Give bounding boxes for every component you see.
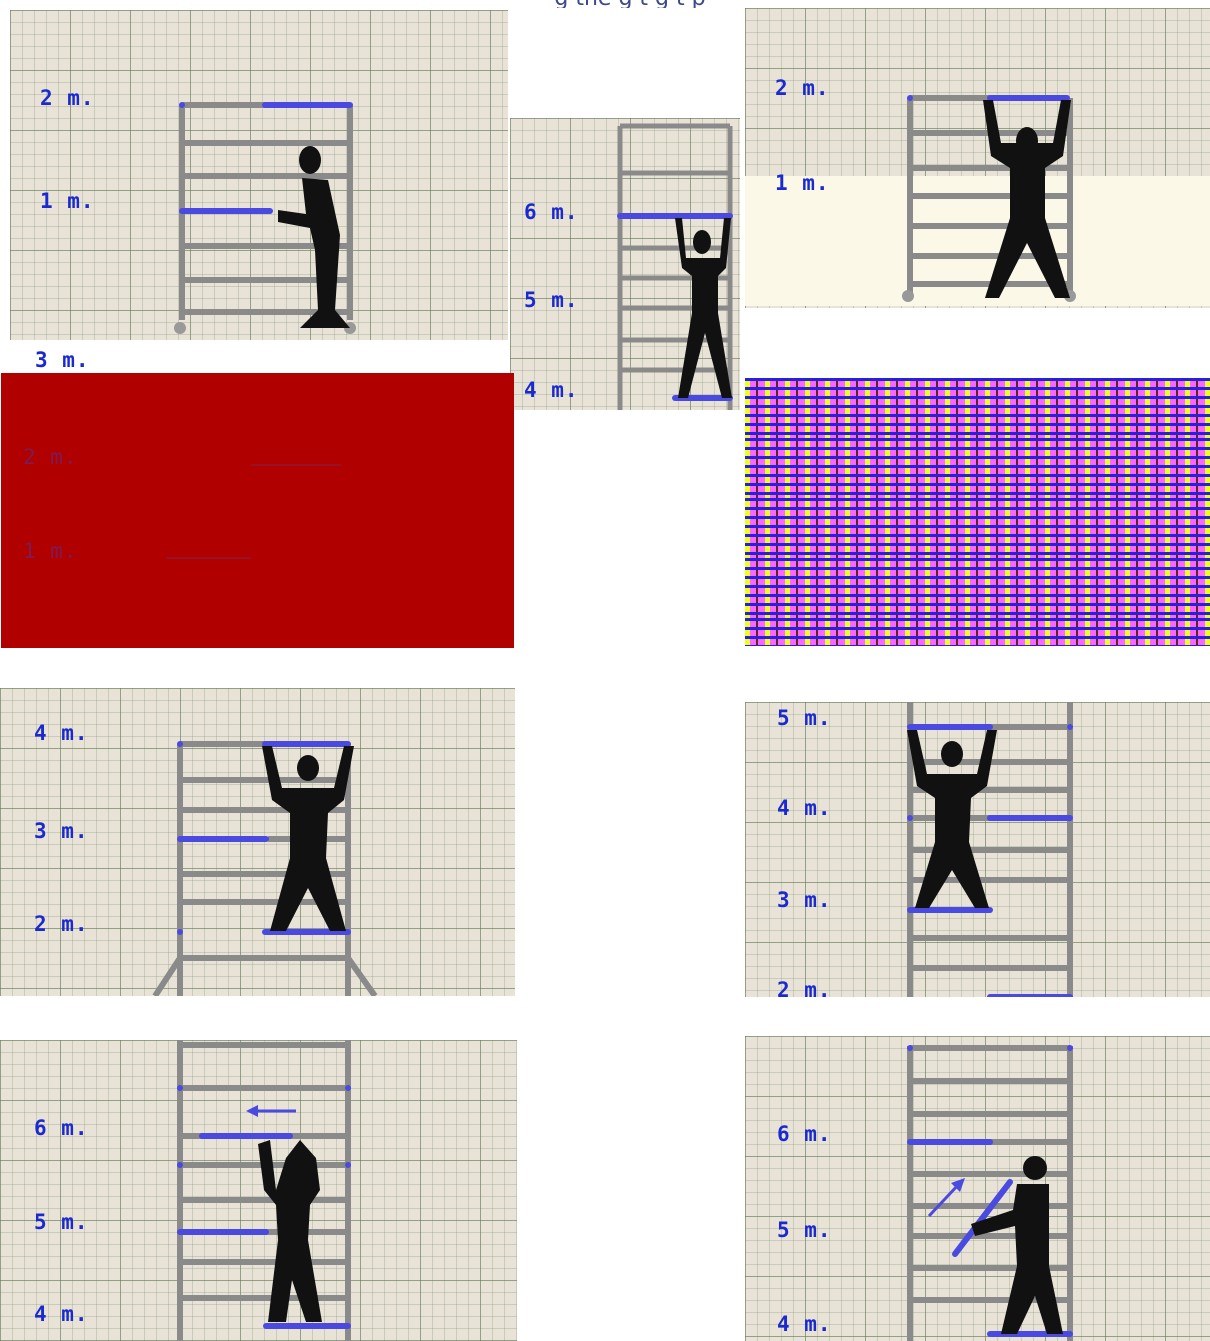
scaffold-drawing <box>0 688 515 996</box>
panel-pushing-platform: 2 m. 1 m. <box>10 10 508 340</box>
header-caption: g the g t g t p <box>250 0 1010 8</box>
scaffold-drawing <box>510 118 740 410</box>
panel-red-corrupted: 2 m. 1 m. <box>1 373 514 648</box>
scaffold-drawing <box>0 1040 517 1341</box>
scaffold-drawing <box>10 10 508 340</box>
panel-standing-3m: 5 m. 4 m. 3 m. 2 m. <box>745 702 1210 997</box>
left-arrow-icon <box>246 1105 296 1117</box>
faint-drawing <box>1 373 514 648</box>
panel-reaching-6m: 6 m. 5 m. 4 m. <box>510 118 740 410</box>
header-strip: g the g t g t p <box>0 0 1210 8</box>
scaffold-drawing <box>745 8 1210 308</box>
height-label-1m: 1 m. <box>23 541 78 562</box>
diagonal-arrow-icon <box>929 1178 965 1216</box>
panel-moving-guardrail: 6 m. 5 m. 4 m. <box>0 1040 517 1341</box>
panel-glitched <box>745 378 1210 646</box>
panel-standing-2m: 4 m. 3 m. 2 m. <box>0 688 515 996</box>
height-label-2m: 2 m. <box>23 447 78 468</box>
scaffold-drawing <box>745 702 1210 997</box>
panel-reaching-2m: 2 m. 1 m. <box>745 8 1210 308</box>
scaffold-drawing <box>745 1036 1210 1341</box>
height-label-3m: 3 m. <box>35 350 90 371</box>
panel-installing-brace: 6 m. 5 m. 4 m. <box>745 1036 1210 1341</box>
